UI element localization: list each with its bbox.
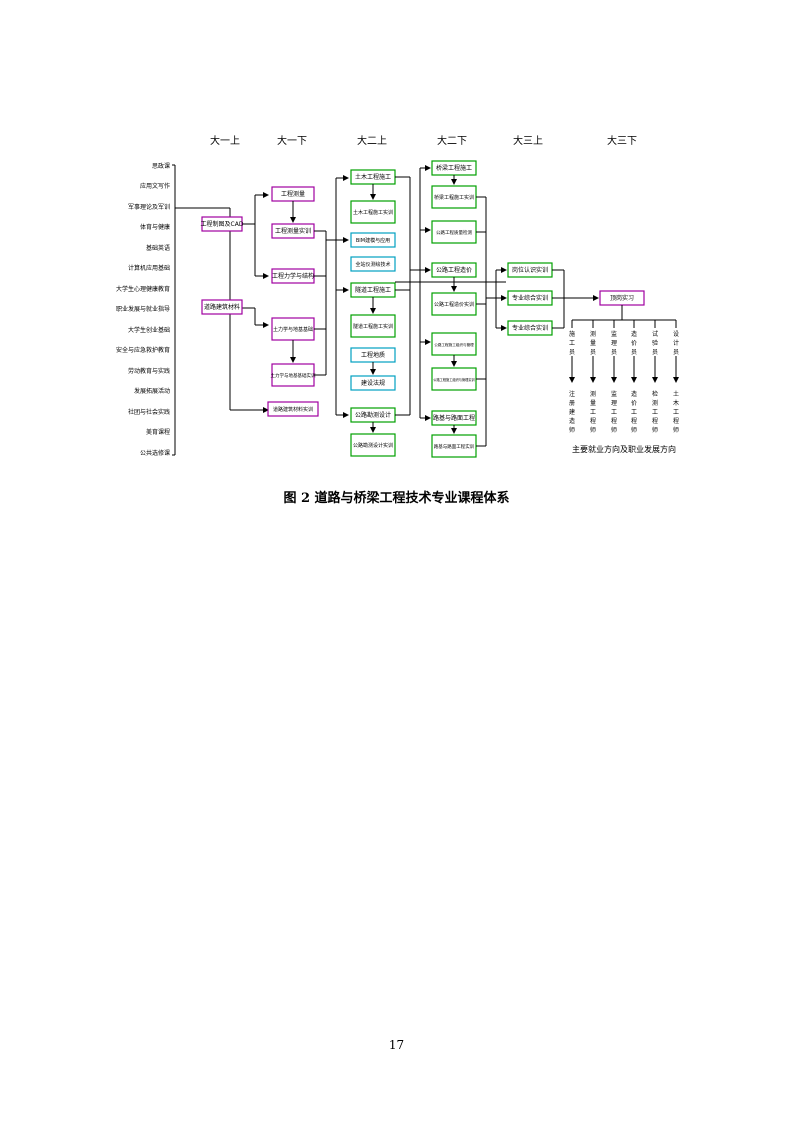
node-soil-train-label: 土力学与地基基础实训	[271, 372, 316, 379]
node-org-label: 公路工程施工组织与管理	[434, 342, 474, 347]
node-building-mat	[201, 299, 243, 315]
node-internship-label: 顶岗实习	[610, 294, 634, 302]
node-survey-label: 工程测量	[281, 190, 305, 198]
node-pavement-label: 路基与路面工程	[433, 414, 475, 422]
node-mat-train	[267, 401, 319, 417]
public-course: 美育课程	[146, 428, 170, 436]
public-course: 军事理论及军训	[128, 203, 170, 211]
public-course: 社团与社会实践	[128, 408, 170, 416]
public-course: 计算机应用基础	[128, 264, 170, 272]
career-development: 测量工程师	[590, 390, 596, 434]
node-road-design-train-label: 公路勘测设计实训	[353, 442, 393, 449]
node-tunnel-train	[350, 314, 396, 338]
career-title: 主要就业方向及职业发展方向	[572, 444, 676, 454]
career-position: 设计员	[673, 330, 679, 356]
career-development: 监理工程师	[611, 390, 617, 434]
career-position: 造价员	[631, 330, 637, 356]
node-geology-label: 工程地质	[361, 351, 385, 359]
public-course: 体育与健康	[140, 223, 170, 231]
public-course: 思政课	[152, 162, 170, 170]
node-law-label: 建设法规	[361, 379, 385, 387]
page-number: 17	[388, 1038, 405, 1052]
node-survey-train-label: 工程测量实训	[275, 227, 311, 235]
career-top-list: 施工员 测量员 监理员 造价员 试验员 设计员	[569, 330, 679, 356]
node-bim	[350, 232, 396, 248]
figure-caption: 图 2 道路与桥梁工程技术专业课程体系	[283, 491, 510, 506]
career-development: 注册建造师	[569, 390, 575, 434]
semester-1-2: 大一下	[277, 134, 307, 147]
node-tunnel-label: 隧道工程施工	[355, 286, 391, 294]
node-law	[350, 375, 396, 391]
career-position: 监理员	[611, 330, 617, 356]
career-bottom-list: 注册建造师 测量工程师 监理工程师 造价工程师 检测工程师 土木工程师	[569, 390, 679, 434]
public-course: 基础英语	[146, 244, 170, 252]
public-course: 公共选修课	[140, 449, 170, 457]
semester-3-1: 大三上	[513, 134, 543, 147]
node-quality-label: 公路工程质量检测	[436, 229, 472, 236]
public-course: 大学生创业基础	[128, 326, 170, 334]
node-civil-const-label: 土木工程施工	[355, 173, 391, 181]
node-tunnel-train-label: 隧道工程施工实训	[353, 323, 393, 330]
career-position: 试验员	[652, 330, 658, 356]
node-soil-label: 土力学与地基基础	[273, 326, 313, 333]
node-cognition-label: 岗位认识实训	[512, 266, 548, 274]
node-civil-train-label: 土木工程施工实训	[353, 209, 393, 216]
node-cost-label: 公路工程造价	[436, 266, 472, 274]
public-course: 应用文写作	[140, 182, 170, 190]
node-cad	[201, 216, 243, 232]
career-connectors	[569, 305, 679, 383]
node-gps	[350, 256, 396, 272]
node-specialty-label: 专业综合实训	[512, 294, 548, 302]
node-mechanics-label: 工程力学与结构	[272, 272, 314, 280]
node-bim-label: BIM建模与应用	[356, 237, 390, 244]
public-course: 劳动教育与实践	[128, 367, 170, 375]
node-cad-label: 工程制图及CAD	[201, 220, 244, 228]
node-civil-train	[350, 200, 396, 224]
semester-3-1-connectors	[552, 269, 599, 329]
node-road-design-train	[350, 433, 396, 457]
node-org-train-label: 公路工程施工组织与管理实训	[433, 377, 474, 382]
node-road-design-label: 公路勘测设计	[355, 411, 391, 419]
career-position: 施工员	[569, 330, 575, 356]
public-course: 安全与应急救护教育	[116, 346, 170, 354]
node-mat-train-label: 道路建筑材料实训	[273, 406, 313, 413]
node-comprehensive-label: 专业综合实训	[512, 324, 548, 332]
public-course: 职业发展与就业指导	[116, 305, 170, 313]
career-development: 检测工程师	[652, 390, 658, 434]
semester-2-1-connectors	[370, 165, 431, 433]
node-cost-train-label: 公路工程造价实训	[434, 301, 474, 308]
public-course-list: 思政课 应用文写作 军事理论及军训 体育与健康 基础英语 计算机应用基础 大学生…	[116, 162, 170, 457]
career-development: 土木工程师	[673, 390, 679, 434]
semester-2-1: 大二上	[357, 134, 387, 147]
node-bridge-train-label: 桥梁工程施工实训	[434, 194, 474, 201]
semester-2-2: 大二下	[437, 134, 467, 147]
node-bridge-label: 桥梁工程施工	[436, 164, 472, 172]
public-course: 发展拓展活动	[134, 387, 170, 395]
node-building-mat-label: 道路建筑材料	[204, 303, 240, 311]
career-development: 造价工程师	[631, 390, 637, 434]
node-gps-label: 全站仪测绘技术	[355, 261, 390, 268]
public-course: 大学生心理健康教育	[116, 285, 170, 293]
semester-1-1: 大一上	[210, 134, 240, 147]
semester-2-2-connectors	[395, 175, 507, 447]
semester-1-2-connectors	[290, 175, 349, 418]
semester-3-2: 大三下	[607, 134, 637, 147]
node-pavement-train-label: 路基与路面工程实训	[434, 443, 475, 450]
career-position: 测量员	[590, 330, 596, 356]
